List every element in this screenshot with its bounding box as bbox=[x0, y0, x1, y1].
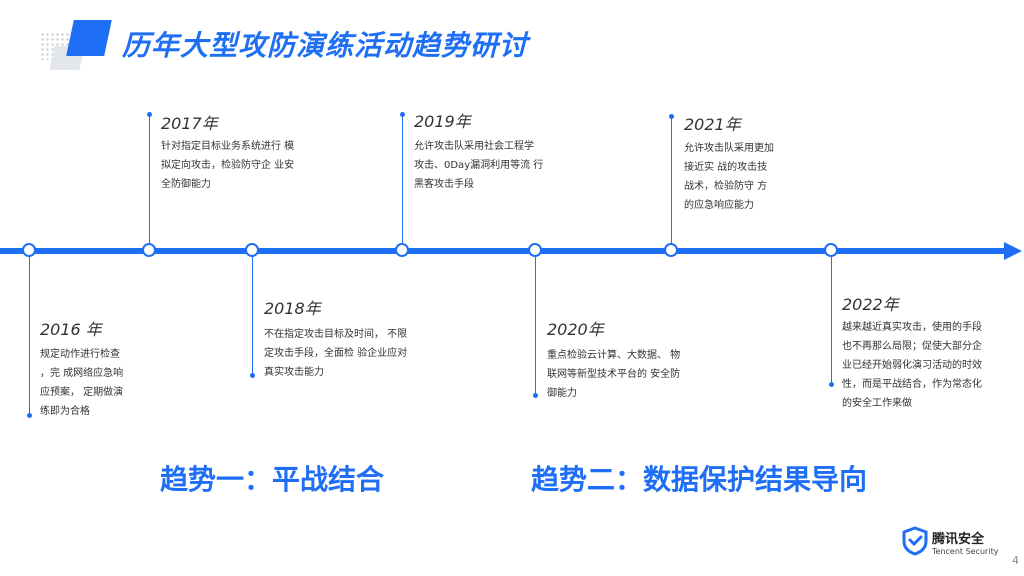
desc-2016: 规定动作进行检查，完 成网络应急响 应预案， 定期做演练即为合格 bbox=[40, 349, 124, 417]
timeline-node-2018 bbox=[245, 243, 259, 257]
blue-block bbox=[66, 20, 112, 56]
desc-2017: 针对指定目标业务系统进行 模拟定向攻击，检验防守企 业安 全防御能力 bbox=[161, 141, 295, 190]
year-2019: 2019年 bbox=[414, 112, 471, 131]
year-2017: 2017年 bbox=[161, 114, 218, 133]
timeline-node-2016 bbox=[22, 243, 36, 257]
stem-2020 bbox=[535, 257, 536, 395]
stem-end-dot-2018 bbox=[249, 373, 255, 378]
year-2022: 2022年 bbox=[842, 295, 899, 314]
desc-2019: 允许攻击队采用社会工程学攻击、0Day漏洞利用等流 行 黑客攻击手段 bbox=[414, 141, 544, 190]
stem-2021 bbox=[671, 116, 672, 243]
timeline-node-2021 bbox=[664, 243, 678, 257]
desc-2021: 允许攻击队采用更加接近实 战的攻击技 战术，检验防守 方的应急响应能力 bbox=[684, 143, 774, 211]
stem-end-dot-2016 bbox=[26, 413, 32, 418]
year-2016: 2016 年 bbox=[40, 320, 102, 339]
year-2021: 2021年 bbox=[684, 115, 741, 134]
stem-end-dot-2021 bbox=[668, 114, 674, 119]
tencent-security-logo: 腾讯安全 Tencent Security bbox=[902, 526, 1002, 566]
stem-2019 bbox=[402, 114, 403, 243]
stem-2017 bbox=[149, 114, 150, 243]
brand-name: 腾讯安全 bbox=[932, 532, 985, 547]
desc-2020: 重点检验云计算、大数据、 物联网等新型技术平台的 安全防 御能力 bbox=[547, 350, 681, 399]
stem-end-dot-2019 bbox=[399, 112, 405, 117]
timeline-arrow-icon bbox=[1004, 242, 1022, 260]
page-title: 历年大型攻防演练活动趋势研讨 bbox=[122, 29, 529, 62]
year-2020: 2020年 bbox=[547, 320, 604, 339]
stem-2022 bbox=[831, 257, 832, 385]
timeline-axis bbox=[0, 248, 1006, 254]
year-2018: 2018年 bbox=[264, 299, 321, 318]
desc-2022: 越来越近真实攻击，使用的手段也不再那么局限；促使大部分企 业已经开始弱化演习活动… bbox=[842, 322, 982, 409]
stem-end-dot-2020 bbox=[532, 393, 538, 398]
stem-2016 bbox=[29, 257, 30, 415]
timeline-node-2019 bbox=[395, 243, 409, 257]
page-number: 4 bbox=[1012, 554, 1019, 567]
trend-two: 趋势二：数据保护结果导向 bbox=[531, 463, 868, 496]
desc-2018: 不在指定攻击目标及时间， 不限定攻击手段，全面检 验企业应对 真实攻击能力 bbox=[264, 329, 408, 378]
shield-icon bbox=[902, 526, 928, 556]
trend-one: 趋势一：平战结合 bbox=[160, 463, 385, 496]
stem-2018 bbox=[252, 257, 253, 375]
stem-end-dot-2022 bbox=[828, 382, 834, 387]
timeline-node-2022 bbox=[824, 243, 838, 257]
header-decoration bbox=[40, 18, 112, 73]
brand-name-en: Tencent Security bbox=[932, 547, 999, 556]
timeline-node-2020 bbox=[528, 243, 542, 257]
stem-end-dot-2017 bbox=[146, 112, 152, 117]
timeline-node-2017 bbox=[142, 243, 156, 257]
